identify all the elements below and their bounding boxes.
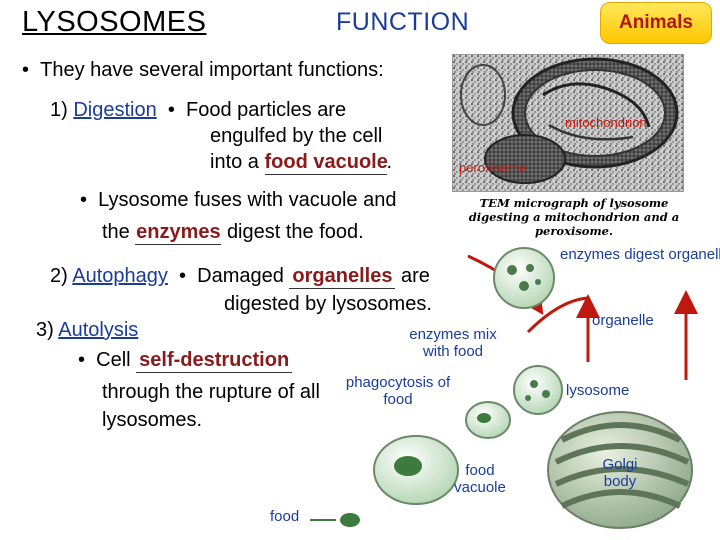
point3-line3: lysosomes. [102, 409, 203, 431]
bullet-icon: • [167, 99, 175, 121]
point2-line2: digested by lysosomes. [224, 293, 432, 315]
golgi-body-label: Golgi body [602, 456, 638, 490]
peroxisome-label: peroxisome [459, 160, 527, 175]
autophagy-link[interactable]: Autophagy [72, 265, 168, 287]
tem-micrograph: mitochondrion peroxisome [452, 54, 684, 192]
point2-number: 2) [50, 265, 68, 287]
food-vacuole-answer: food vacuole [264, 151, 388, 173]
point3-line1: • Cell self-destruction [78, 348, 293, 373]
intro-text: They have several important functions: [40, 59, 384, 81]
organelle-label: organelle [592, 312, 654, 329]
bullet-icon: • [80, 189, 88, 211]
micrograph-caption: TEM micrograph of lysosome digesting a m… [468, 196, 680, 238]
point3-number: 3) [36, 319, 54, 341]
point3-header: 3) Autolysis [36, 318, 138, 342]
point1-line4: • Lysosome fuses with vacuole and [80, 188, 396, 212]
autolysis-link[interactable]: Autolysis [58, 319, 139, 341]
fusing-vesicle-icon [513, 365, 563, 415]
point1-line3-post: . [386, 151, 393, 173]
point1-line2: engulfed by the cell [210, 125, 383, 147]
point1-line4-text: Lysosome fuses with vacuole and [98, 189, 397, 211]
point1-line5-post: digest the food. [226, 221, 364, 243]
point1-line5-pre: the [102, 221, 130, 243]
food-vacuole-label: food vacuole [454, 462, 506, 496]
bullet-icon: • [78, 349, 86, 371]
point1-number: 1) [50, 99, 68, 121]
animals-badge: Animals [600, 2, 712, 44]
point1-header: 1) Digestion • Food particles are [50, 98, 346, 122]
micrograph-image [453, 55, 683, 191]
enzymes-digest-label: enzymes digest organelle [560, 246, 720, 263]
phagocytosis-label: phagocytosis of food [345, 374, 451, 408]
point1-line3: into a food vacuole. [210, 150, 392, 175]
food-label: food [270, 508, 300, 525]
point3-line1-pre: Cell [96, 349, 131, 371]
phagocytosis-icon [465, 401, 511, 439]
self-destruction-answer: self-destruction [139, 349, 290, 371]
point2-line1-post: are [401, 265, 430, 287]
digesting-vesicle-icon [493, 247, 555, 309]
point2-header: 2) Autophagy • Damaged organelles are [50, 264, 430, 289]
enzymes-answer: enzymes [136, 221, 221, 243]
intro-line: • They have several important functions: [22, 58, 384, 82]
mitochondrion-label: mitochondrion [565, 115, 647, 130]
lysosome-label: lysosome [566, 382, 630, 399]
point2-line1-pre: Damaged [197, 265, 284, 287]
point1-line1: Food particles are [186, 99, 347, 121]
point1-line5: the enzymes digest the food. [102, 220, 364, 245]
enzymes-mix-label: enzymes mix with food [409, 326, 497, 360]
bullet-icon: • [179, 265, 187, 287]
slide-title: LYSOSOMES [22, 6, 207, 38]
point3-line2: through the rupture of all [102, 381, 320, 403]
organelles-answer: organelles [292, 265, 393, 287]
bullet-icon: • [22, 59, 30, 81]
point1-line3-pre: into a [210, 151, 259, 173]
section-heading: FUNCTION [336, 8, 470, 36]
food-particle-icon [310, 513, 360, 527]
digestion-link[interactable]: Digestion [73, 99, 157, 121]
